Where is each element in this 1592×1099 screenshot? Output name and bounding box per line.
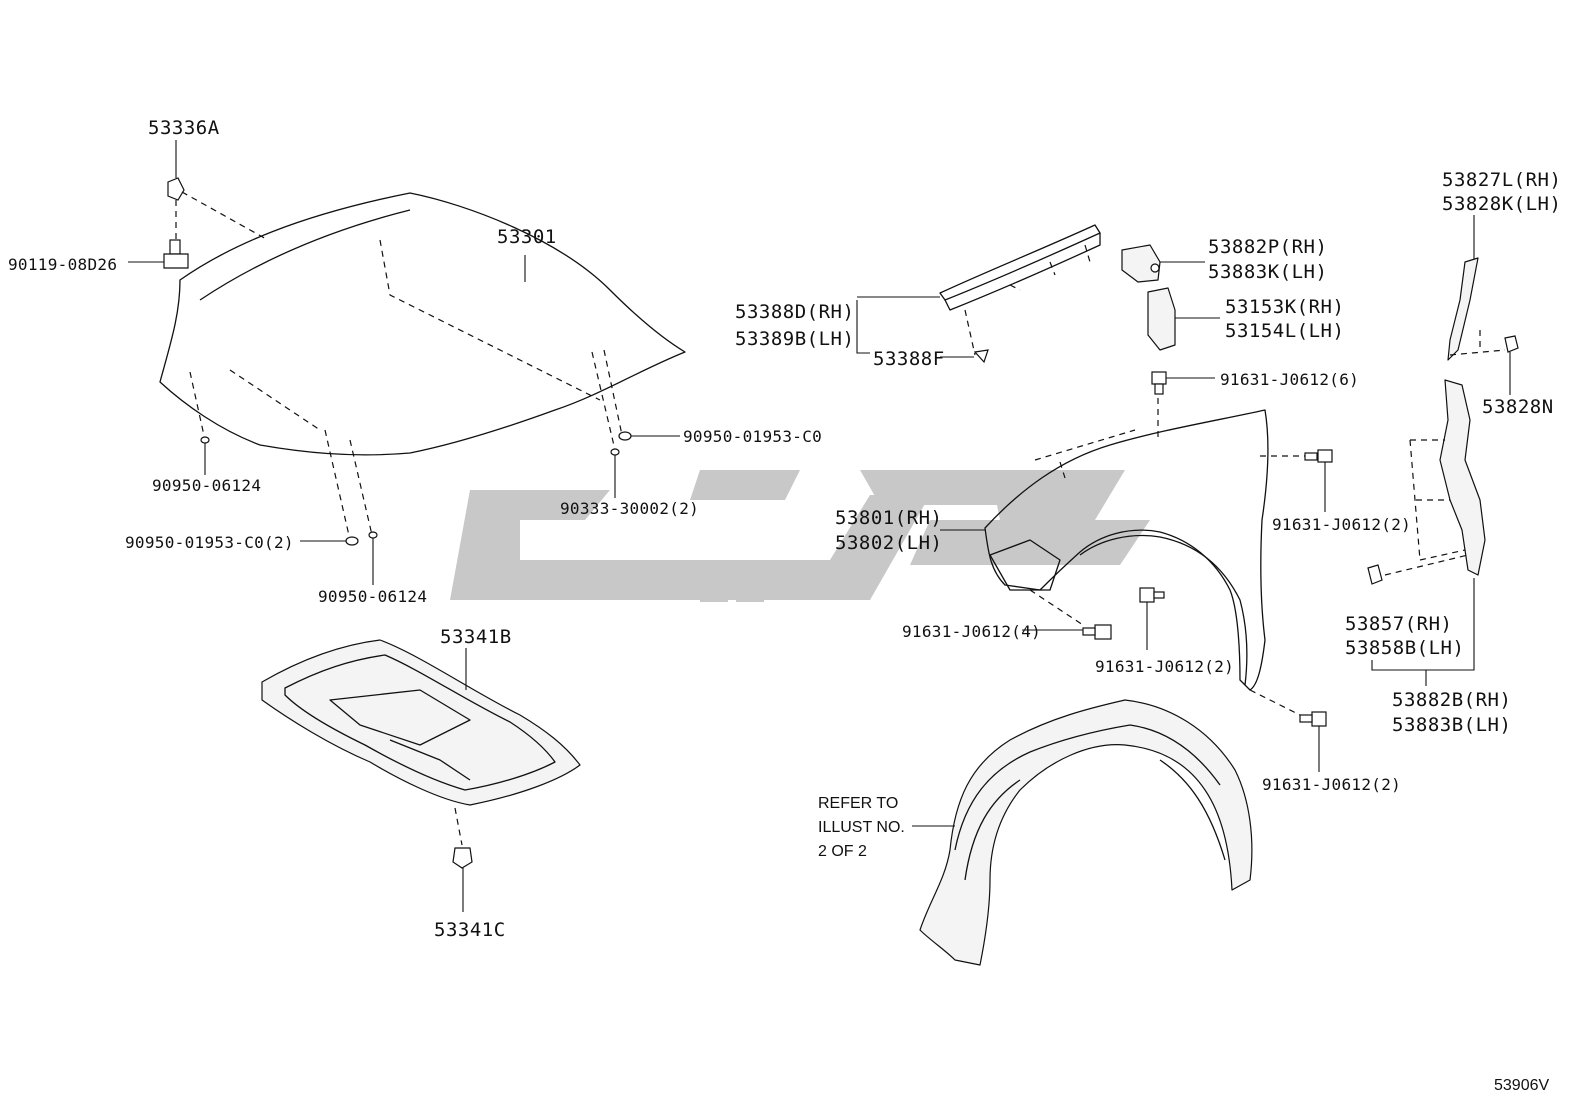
label-90333: 90333-30002(2): [560, 499, 699, 518]
hood-53301: [159, 192, 686, 456]
label-53883b: 53883B(LH): [1392, 714, 1511, 736]
label-53388f: 53388F: [873, 348, 945, 370]
label-53301: 53301: [497, 226, 557, 248]
label-53801: 53801(RH): [835, 507, 942, 529]
label-91631-4: 91631-J0612(4): [902, 622, 1041, 641]
fender-bolts: [1022, 371, 1333, 772]
label-90950-01953-c0: 90950-01953-C0: [683, 427, 822, 446]
hood-seal-53388d: [856, 224, 1101, 364]
label-53827l: 53827L(RH): [1442, 169, 1561, 191]
label-53802: 53802(LH): [835, 532, 942, 554]
hood-bolt-90119: [128, 239, 189, 269]
label-91631-2-c: 91631-J0612(2): [1262, 775, 1401, 794]
hood-cushions: [189, 349, 680, 585]
stay-53153k: [1147, 287, 1220, 351]
label-91631-2-a: 91631-J0612(2): [1272, 515, 1411, 534]
clip-53828n: [1504, 335, 1519, 395]
note-line-2: ILLUST NO.: [818, 819, 905, 836]
label-53828n: 53828N: [1482, 396, 1554, 418]
clip-53341c: [452, 847, 473, 912]
label-53858b: 53858B(LH): [1345, 637, 1464, 659]
label-90950-01953-c0-2: 90950-01953-C0(2): [125, 533, 294, 552]
label-53882p: 53882P(RH): [1208, 236, 1327, 258]
fender-liner: [912, 699, 1253, 966]
hood-clip-53336a: [167, 140, 269, 241]
hood-insulator-53341b: [261, 639, 581, 846]
label-53336a: 53336A: [148, 117, 220, 139]
label-53883k: 53883K(LH): [1208, 261, 1327, 283]
bracket-53882p: [1121, 244, 1205, 283]
label-53388d: 53388D(RH): [735, 301, 854, 323]
clip-53857: [1367, 564, 1383, 585]
diagram-code: 53906V: [1494, 1077, 1549, 1094]
label-53154l: 53154L(LH): [1225, 320, 1344, 342]
label-53341b: 53341B: [440, 626, 512, 648]
label-53857: 53857(RH): [1345, 613, 1452, 635]
label-53882b: 53882B(RH): [1392, 689, 1511, 711]
bracket-53882b: [1371, 379, 1486, 686]
labels: 53336A 90119-08D26 53301 90950-06124 909…: [8, 117, 1561, 1094]
label-53341c: 53341C: [434, 919, 506, 941]
label-90950-06124-a: 90950-06124: [152, 476, 261, 495]
label-90950-06124-b: 90950-06124: [318, 587, 427, 606]
label-91631-6: 91631-J0612(6): [1220, 370, 1359, 389]
label-53828k: 53828K(LH): [1442, 193, 1561, 215]
fender-53801: [940, 398, 1269, 691]
watermark-logo: [450, 470, 1150, 602]
label-53153k: 53153K(RH): [1225, 296, 1344, 318]
label-91631-2-b: 91631-J0612(2): [1095, 657, 1234, 676]
note-line-1: REFER TO: [818, 795, 898, 812]
label-90119: 90119-08D26: [8, 255, 117, 274]
label-53389b: 53389B(LH): [735, 328, 854, 350]
seal-53827l: [1447, 215, 1506, 361]
note-line-3: 2 OF 2: [818, 843, 867, 860]
